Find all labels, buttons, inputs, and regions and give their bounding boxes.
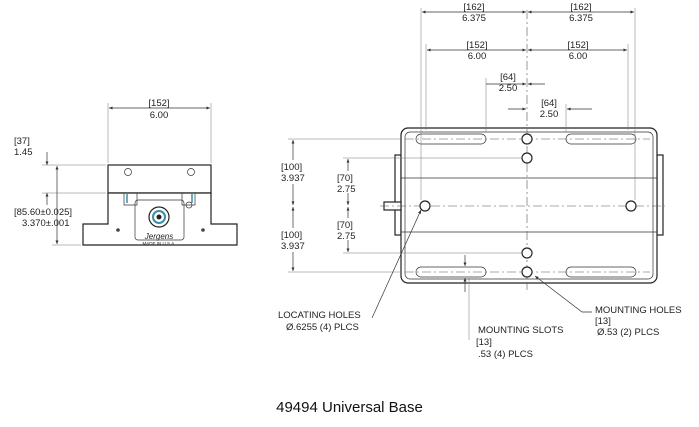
dim-overall-height-bracket: [85.60±0.025] <box>14 207 72 218</box>
end-view-dot <box>201 228 205 232</box>
dim-100-top-value: 3.937 <box>281 173 305 184</box>
dim-100-bottom-value: 3.937 <box>281 241 305 252</box>
dim-70-bottom-bracket: [70] <box>337 220 353 231</box>
locating-hole <box>625 200 637 212</box>
leader-locating-holes <box>371 209 422 319</box>
mounting-slots-spec: .53 (4) PLCS <box>478 349 533 360</box>
side-tab-right <box>656 154 664 236</box>
dim-162-right-bracket: [162] <box>570 2 591 13</box>
top-view: [162] 6.375 [162] 6.375 [152] 6.00 [152]… <box>278 2 682 360</box>
end-view-small-hole <box>185 201 193 209</box>
dim-64-bottom-bracket: [64] <box>541 98 557 109</box>
locating-holes-title: LOCATING HOLES <box>278 310 361 321</box>
mounting-slots-title: MOUNTING SLOTS <box>478 325 564 336</box>
mounting-hole <box>521 266 533 278</box>
dim-162-left-value: 6.375 <box>462 13 486 24</box>
dim-162-right-value: 6.375 <box>569 13 593 24</box>
end-view-recess <box>123 193 196 206</box>
dim-152-left-value: 6.00 <box>468 51 487 62</box>
dim-top-width-bracket: [152] <box>148 98 169 109</box>
dim-64-top-bracket: [64] <box>500 72 516 83</box>
end-view-accent <box>126 194 193 203</box>
mounting-slots-bracket: [13] <box>476 337 492 348</box>
dim-100-top-bracket: [100] <box>281 162 302 173</box>
dim-70-top-value: 2.75 <box>337 184 356 195</box>
end-view-hole <box>124 168 132 176</box>
dim-70-bottom-value: 2.75 <box>337 231 356 242</box>
locating-hole <box>419 200 431 212</box>
logo-text: Jergens <box>144 232 173 241</box>
locating-holes-spec: Ø.6255 (4) PLCS <box>286 322 359 333</box>
logo-subtext: MADE IN U.S.A. <box>142 241 175 246</box>
label-backdrop <box>335 218 361 240</box>
dim-152-right-bracket: [152] <box>567 40 588 51</box>
end-view-top-block <box>107 164 212 194</box>
end-view-dot <box>116 228 120 232</box>
drawing-caption: 49494 Universal Base <box>276 399 423 416</box>
side-tab-left <box>394 154 402 236</box>
dim-70-top-bracket: [70] <box>337 173 353 184</box>
mounting-holes-bracket: [13] <box>595 316 611 327</box>
base-plate <box>400 127 658 284</box>
mounting-hole <box>521 133 533 145</box>
end-view-boss <box>134 199 185 241</box>
end-view: Jergens MADE IN U.S.A. [152] 6.00 [37] 1… <box>14 98 238 246</box>
dim-overall-height-value: 3.370±.001 <box>22 218 69 229</box>
end-view-bore-center <box>156 214 162 220</box>
label-backdrop <box>278 228 306 252</box>
dim-100-bottom-bracket: [100] <box>281 230 302 241</box>
locating-hole <box>521 152 533 164</box>
locating-hole <box>521 247 533 259</box>
label-backdrop <box>278 160 306 184</box>
dim-top-height-value: 1.45 <box>14 147 33 158</box>
base-plate-inner <box>404 131 654 280</box>
end-view-hole <box>187 168 195 176</box>
dim-top-width-value: 6.00 <box>150 110 169 121</box>
dim-64-bottom-value: 2.50 <box>540 109 559 120</box>
leader-mounting-holes <box>534 275 592 313</box>
dim-top-height-bracket: [37] <box>14 136 30 147</box>
dim-152-left-bracket: [152] <box>466 40 487 51</box>
dim-152-right-value: 6.00 <box>569 51 588 62</box>
mounting-holes-title: MOUNTING HOLES <box>595 305 682 316</box>
dim-64-top-value: 2.50 <box>499 83 518 94</box>
dim-162-left-bracket: [162] <box>463 2 484 13</box>
mounting-holes-spec: Ø.53 (2) PLCS <box>597 327 659 338</box>
label-backdrop <box>335 171 361 193</box>
